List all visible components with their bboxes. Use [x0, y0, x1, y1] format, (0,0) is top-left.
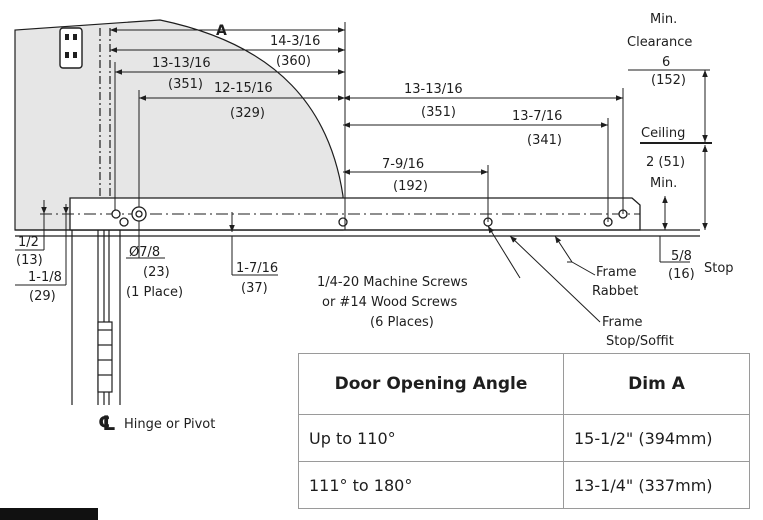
- page-corner-tab: [0, 508, 98, 520]
- stop-label: Stop: [704, 261, 734, 276]
- dim-a-table: Door Opening Angle Dim A Up to 110° 15-1…: [298, 353, 750, 509]
- hinge-or-pivot-label: Hinge or Pivot: [124, 417, 215, 432]
- frame-stop-line-2: Stop/Soffit: [606, 334, 674, 349]
- dim-12-15-16: 12-15/16: [214, 81, 273, 96]
- screws-line-3: (6 Places): [370, 315, 434, 330]
- header-dim-a: Dim A: [563, 353, 750, 415]
- frame-stop-line-1: Frame: [602, 315, 643, 330]
- dim-1-2: 1/2: [18, 235, 39, 250]
- dim-351-right: (351): [421, 105, 456, 120]
- dim-7-9-16: 7-9/16: [382, 157, 424, 172]
- electrical-outlet-icon: [59, 27, 83, 69]
- screws-line-1: 1/4-20 Machine Screws: [317, 275, 468, 290]
- dim-13-13-16-right: 13-13/16: [404, 82, 463, 97]
- hinge-jamb-lines: [71, 28, 121, 405]
- dim-192: (192): [393, 179, 428, 194]
- clearance-min: Min.: [650, 12, 677, 27]
- table-row: Up to 110° 15-1/2" (394mm): [298, 414, 750, 462]
- dim-14-3-16: 14-3/16: [270, 34, 320, 49]
- centerline-icon: ℄: [98, 411, 116, 435]
- ceiling-label: Ceiling: [641, 126, 685, 141]
- dim-2-51: 2 (51): [646, 155, 685, 170]
- dim-min: Min.: [650, 176, 677, 191]
- screws-line-2: or #14 Wood Screws: [322, 295, 457, 310]
- frame-rabbet-line-2: Rabbet: [592, 284, 638, 299]
- table-header-row: Door Opening Angle Dim A: [298, 353, 750, 415]
- dim-13: (13): [16, 253, 43, 268]
- dim-dia-7-8: Ø7/8: [129, 245, 160, 260]
- table-row: 111° to 180° 13-1/4" (337mm): [298, 461, 750, 509]
- table-cell: Up to 110°: [298, 414, 564, 462]
- frame-rabbet-line-1: Frame: [596, 265, 637, 280]
- header-door-opening-angle: Door Opening Angle: [298, 353, 564, 415]
- dim-1-place: (1 Place): [126, 285, 183, 300]
- dim-1-7-16: 1-7/16: [236, 261, 278, 276]
- dim-5-8: 5/8: [671, 249, 692, 264]
- clearance-6: 6: [662, 55, 670, 70]
- dim-351-left: (351): [168, 77, 203, 92]
- dim-341: (341): [527, 133, 562, 148]
- dim-13-7-16: 13-7/16: [512, 109, 562, 124]
- table-cell: 13-1/4" (337mm): [563, 461, 750, 509]
- table-cell: 15-1/2" (394mm): [563, 414, 750, 462]
- dim-329: (329): [230, 106, 265, 121]
- dimension-lines: [15, 22, 712, 323]
- dim-37: (37): [241, 281, 268, 296]
- table-cell: 111° to 180°: [298, 461, 564, 509]
- dim-1-1-8: 1-1/8: [28, 270, 62, 285]
- clearance-152: (152): [651, 73, 686, 88]
- dim-a-label: A: [216, 23, 227, 39]
- dim-29: (29): [29, 289, 56, 304]
- dim-360: (360): [276, 54, 311, 69]
- clearance-label: Clearance: [627, 35, 692, 50]
- dim-16: (16): [668, 267, 695, 282]
- dim-23: (23): [143, 265, 170, 280]
- dim-13-13-16-left: 13-13/16: [152, 56, 211, 71]
